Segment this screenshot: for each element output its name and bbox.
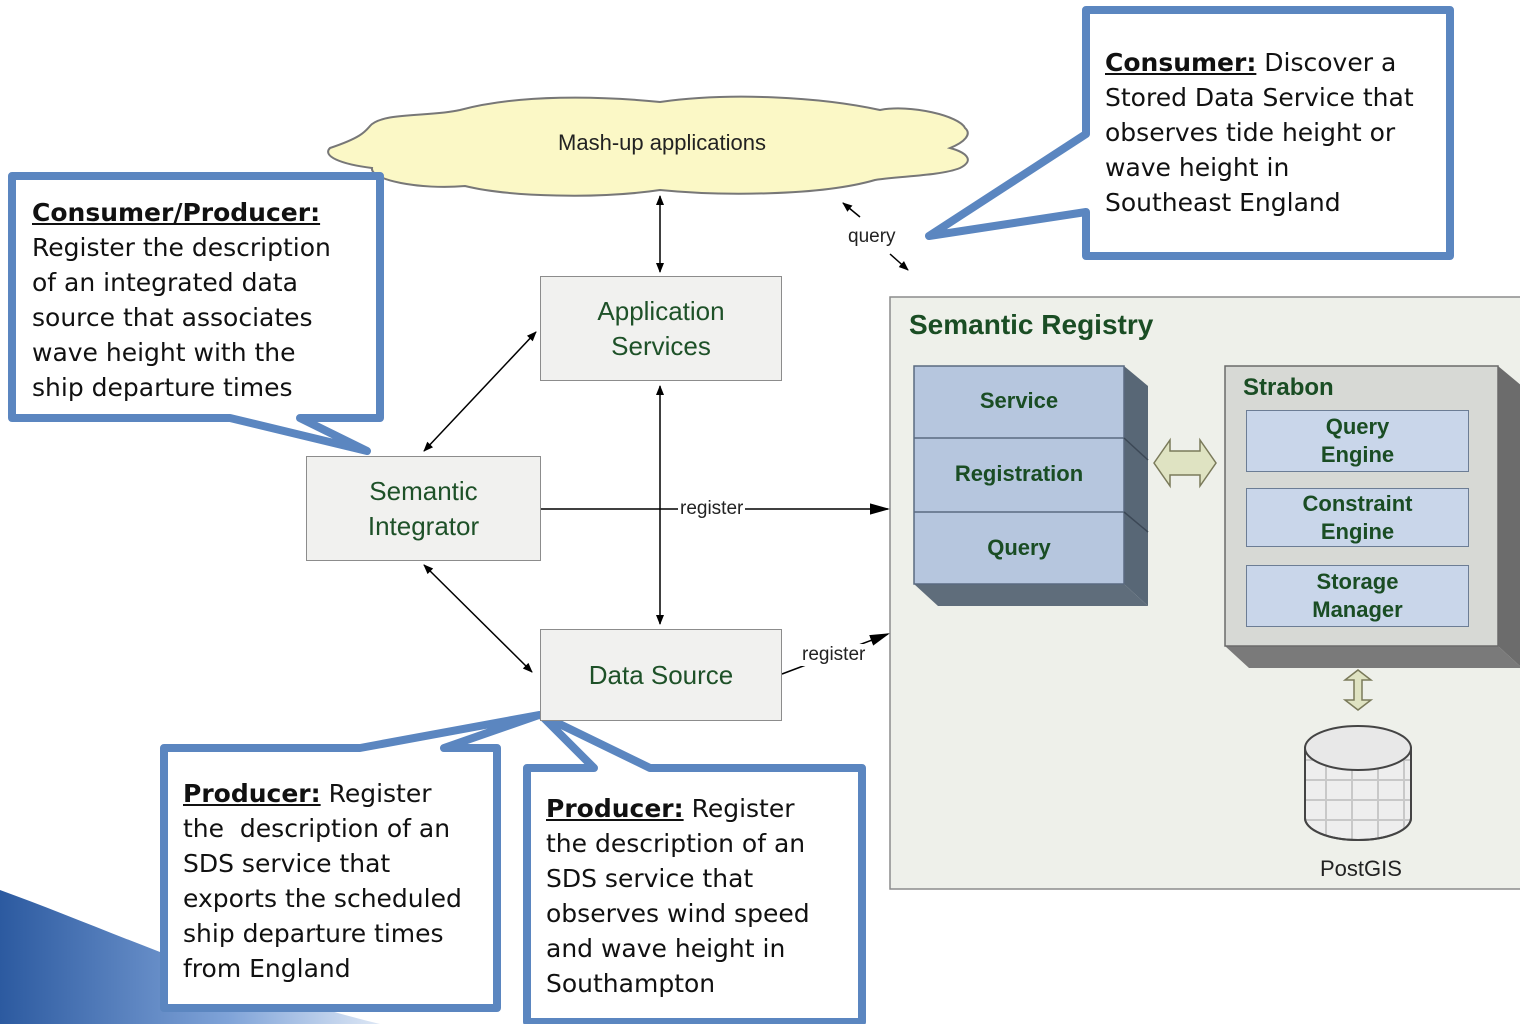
mashup-label: Mash-up applications [520, 130, 804, 156]
query-engine-line-2: Engine [1320, 442, 1395, 467]
producer-right-heading: Producer: [546, 794, 684, 823]
storage-manager-line-2: Manager [1312, 597, 1403, 622]
register-label-2: register [800, 644, 868, 666]
strabon-title: Strabon [1243, 374, 1334, 401]
constraint-engine-box: Constraint Engine [1246, 488, 1469, 547]
callout-producer-right-shape [523, 711, 866, 1024]
consumer-producer-line-3: wave height with the [32, 338, 296, 367]
query-engine-line-1: Query [1325, 414, 1390, 439]
consumer-top-line-1: Stored Data Service that [1105, 83, 1414, 112]
consumer-producer-line-1: of an integrated data [32, 268, 298, 297]
app-services-line-1: Application [597, 295, 725, 326]
callout-consumer-producer-shape [8, 172, 384, 455]
layers-strabon-double-arrow [1153, 437, 1217, 489]
postgis-label: PostGIS [1320, 856, 1402, 881]
layer-registration: Registration [954, 461, 1084, 486]
producer-left-line-2: SDS service that [183, 849, 391, 878]
consumer-producer-line-2: source that associates [32, 303, 313, 332]
storage-manager-line-1: Storage [1316, 569, 1399, 594]
strabon-postgis-double-arrow [1342, 669, 1374, 711]
data-source-box[interactable]: Data Source [540, 629, 782, 721]
consumer-producer-line-4: ship departure times [32, 373, 293, 402]
layer-stack-3d [913, 365, 1149, 606]
arrow-query-up [842, 202, 861, 218]
integrator-line-2: Integrator [367, 510, 480, 541]
producer-left-line-5: from England [183, 954, 351, 983]
consumer-producer-heading: Consumer/Producer: [32, 198, 321, 227]
layer-service: Service [979, 388, 1059, 413]
decorative-swoosh [0, 890, 380, 1024]
consumer-top-line-4: Southeast England [1105, 188, 1341, 217]
callout-consumer-top: Consumer: Discover a Stored Data Service… [1105, 45, 1440, 220]
consumer-top-line-3: wave height in [1105, 153, 1290, 182]
producer-right-line-3: observes wind speed [546, 899, 810, 928]
producer-right-line-5: Southampton [546, 969, 716, 998]
callout-consumer-producer: Consumer/Producer: Register the descript… [32, 195, 377, 405]
arrow-query-down [889, 253, 909, 271]
app-services-line-2: Services [611, 330, 711, 361]
producer-right-line-4: and wave height in [546, 934, 786, 963]
callout-producer-left-shape [160, 711, 543, 1012]
producer-right-line-2: SDS service that [546, 864, 754, 893]
query-engine-box: Query Engine [1246, 410, 1469, 472]
constraint-engine-line-1: Constraint [1302, 490, 1413, 516]
data-source-label: Data Source [588, 659, 734, 690]
semantic-registry-title: Semantic Registry [909, 309, 1154, 340]
layer-query: Query [987, 535, 1051, 560]
constraint-engine-line-2: Engine [1320, 518, 1395, 544]
callout-consumer-top-shape [925, 6, 1454, 260]
semantic-integrator-box[interactable]: Semantic Integrator [306, 456, 541, 561]
consumer-producer-line-0: Register the description [32, 233, 331, 262]
arrow-integrator-datasource [423, 564, 533, 673]
connectors [423, 195, 909, 675]
callout-producer-right: Producer: Register the description of an… [546, 791, 851, 1001]
arrow-integrator-app [423, 331, 537, 452]
producer-left-heading: Producer: [183, 779, 321, 808]
producer-right-line-0: Register [683, 794, 795, 823]
producer-left-line-3: exports the scheduled [183, 884, 462, 913]
mashup-text: Mash-up applications [558, 130, 766, 155]
callout-producer-left: Producer: Register the description of an… [183, 776, 488, 986]
mashup-cloud-shape [327, 95, 969, 197]
query-label: query [848, 226, 896, 247]
integrator-line-1: Semantic [369, 475, 478, 506]
producer-left-line-0: Register [320, 779, 432, 808]
producer-left-line-1: the description of an [183, 814, 451, 843]
consumer-top-line-2: observes tide height or [1105, 118, 1396, 147]
register-label-1: register [678, 498, 746, 520]
postgis-cylinder [1304, 725, 1412, 841]
producer-right-line-1: the description of an [546, 829, 806, 858]
producer-left-line-4: ship departure times [183, 919, 444, 948]
consumer-top-heading: Consumer: [1105, 48, 1257, 77]
storage-manager-box: Storage Manager [1246, 565, 1469, 627]
application-services-box[interactable]: Application Services [540, 276, 782, 381]
consumer-top-line-0: Discover a [1256, 48, 1397, 77]
